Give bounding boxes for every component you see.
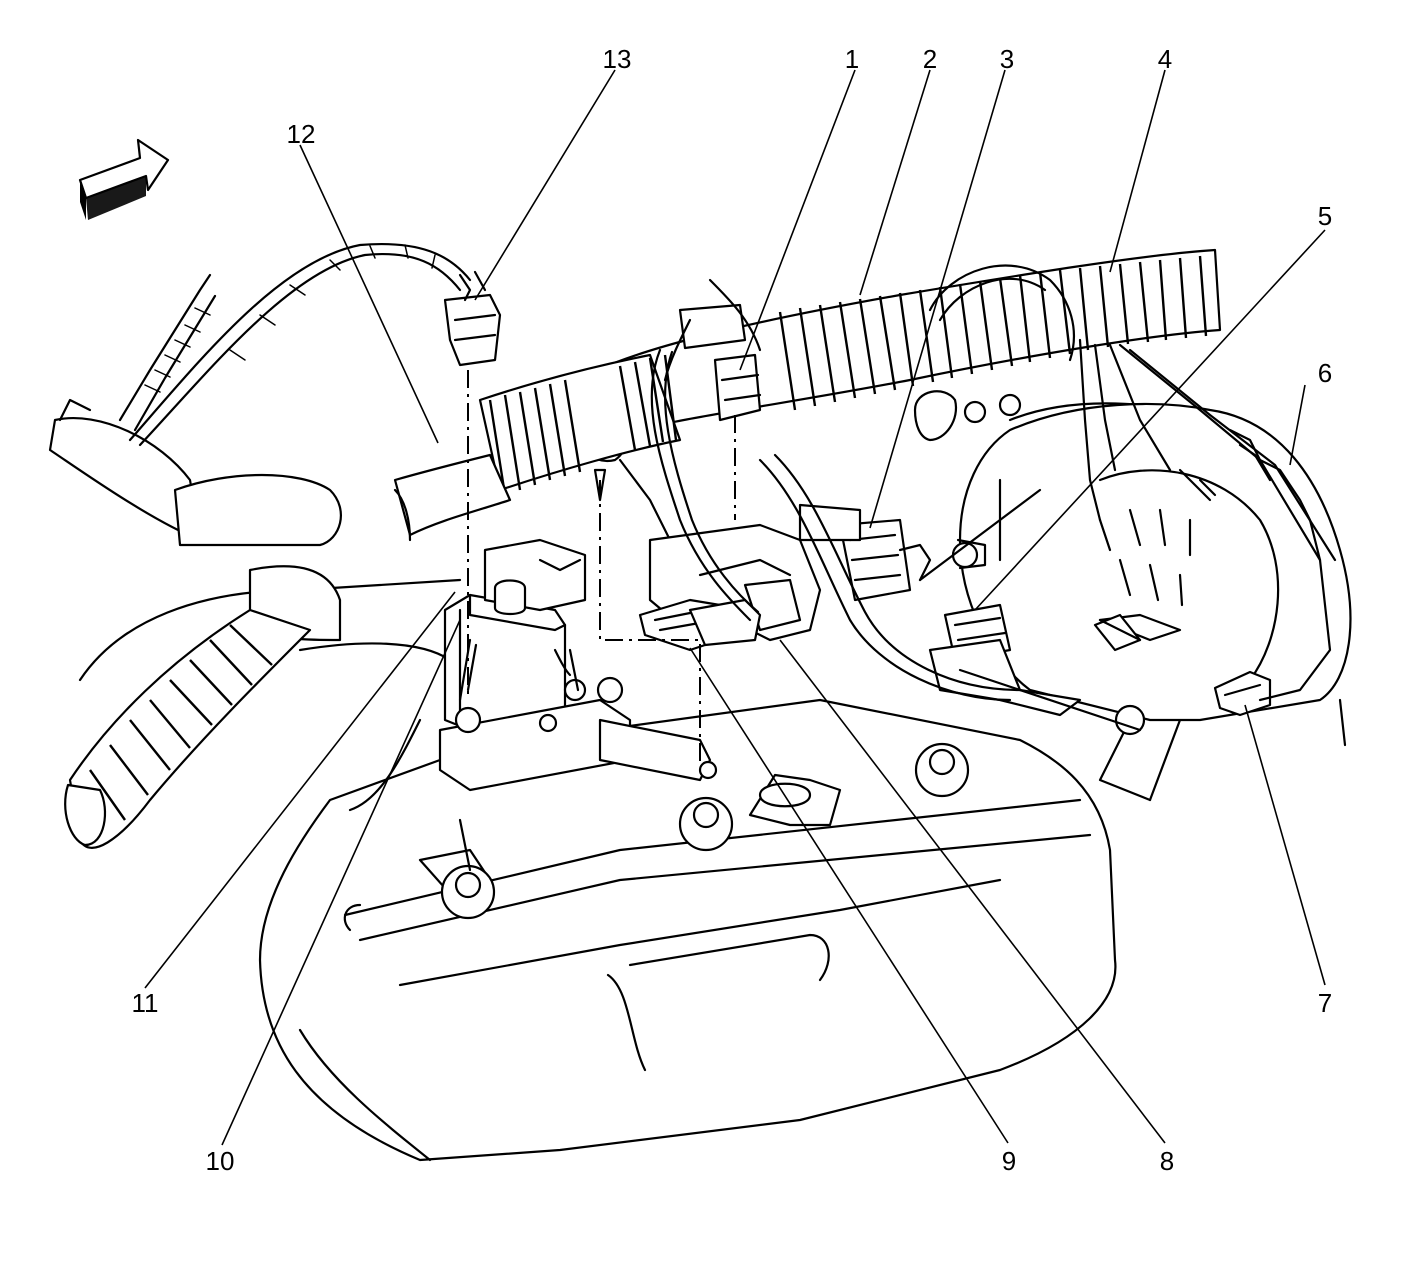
callout-2: 2: [923, 44, 937, 74]
upper-left-harness: [48, 273, 342, 547]
callout-11: 11: [132, 988, 159, 1018]
callout-9: 9: [1002, 1146, 1016, 1176]
control-module: [638, 523, 842, 827]
callout-4: 4: [1158, 44, 1172, 74]
callout-6: 6: [1318, 358, 1332, 388]
ground-leads: [913, 264, 1337, 702]
callout-10: 10: [206, 1146, 235, 1176]
callout-5: 5: [1318, 201, 1332, 231]
coil-bracket: [598, 718, 718, 782]
callout-labels: 1 2 3 4 5 6 7 8 9 10 11 12 13: [132, 44, 1333, 1176]
sensor-lead-13: [128, 243, 502, 447]
callout-3: 3: [1000, 44, 1014, 74]
ignition-coil: [438, 538, 632, 792]
valve-cover: [258, 698, 1117, 1162]
sensor-lead-1: [650, 278, 1022, 702]
conduit-ribs-lower: [89, 624, 273, 821]
lower-left-conduit: [64, 565, 342, 849]
leader-lines: [144, 69, 1326, 1146]
lead-wraps: [144, 307, 211, 393]
callout-7: 7: [1318, 988, 1332, 1018]
sensor-connector-3: [798, 503, 987, 602]
front-direction-arrow-icon: [78, 138, 170, 220]
callout-8: 8: [1160, 1146, 1174, 1176]
conduit-ribs-mid: [488, 354, 678, 496]
callout-1: 1: [845, 44, 859, 74]
callout-13: 13: [603, 44, 632, 74]
callout-12: 12: [287, 119, 316, 149]
sensor-connector-5: [928, 603, 1142, 732]
sensor-lead-wraps: [229, 244, 436, 361]
connection-lines: [467, 370, 1142, 765]
